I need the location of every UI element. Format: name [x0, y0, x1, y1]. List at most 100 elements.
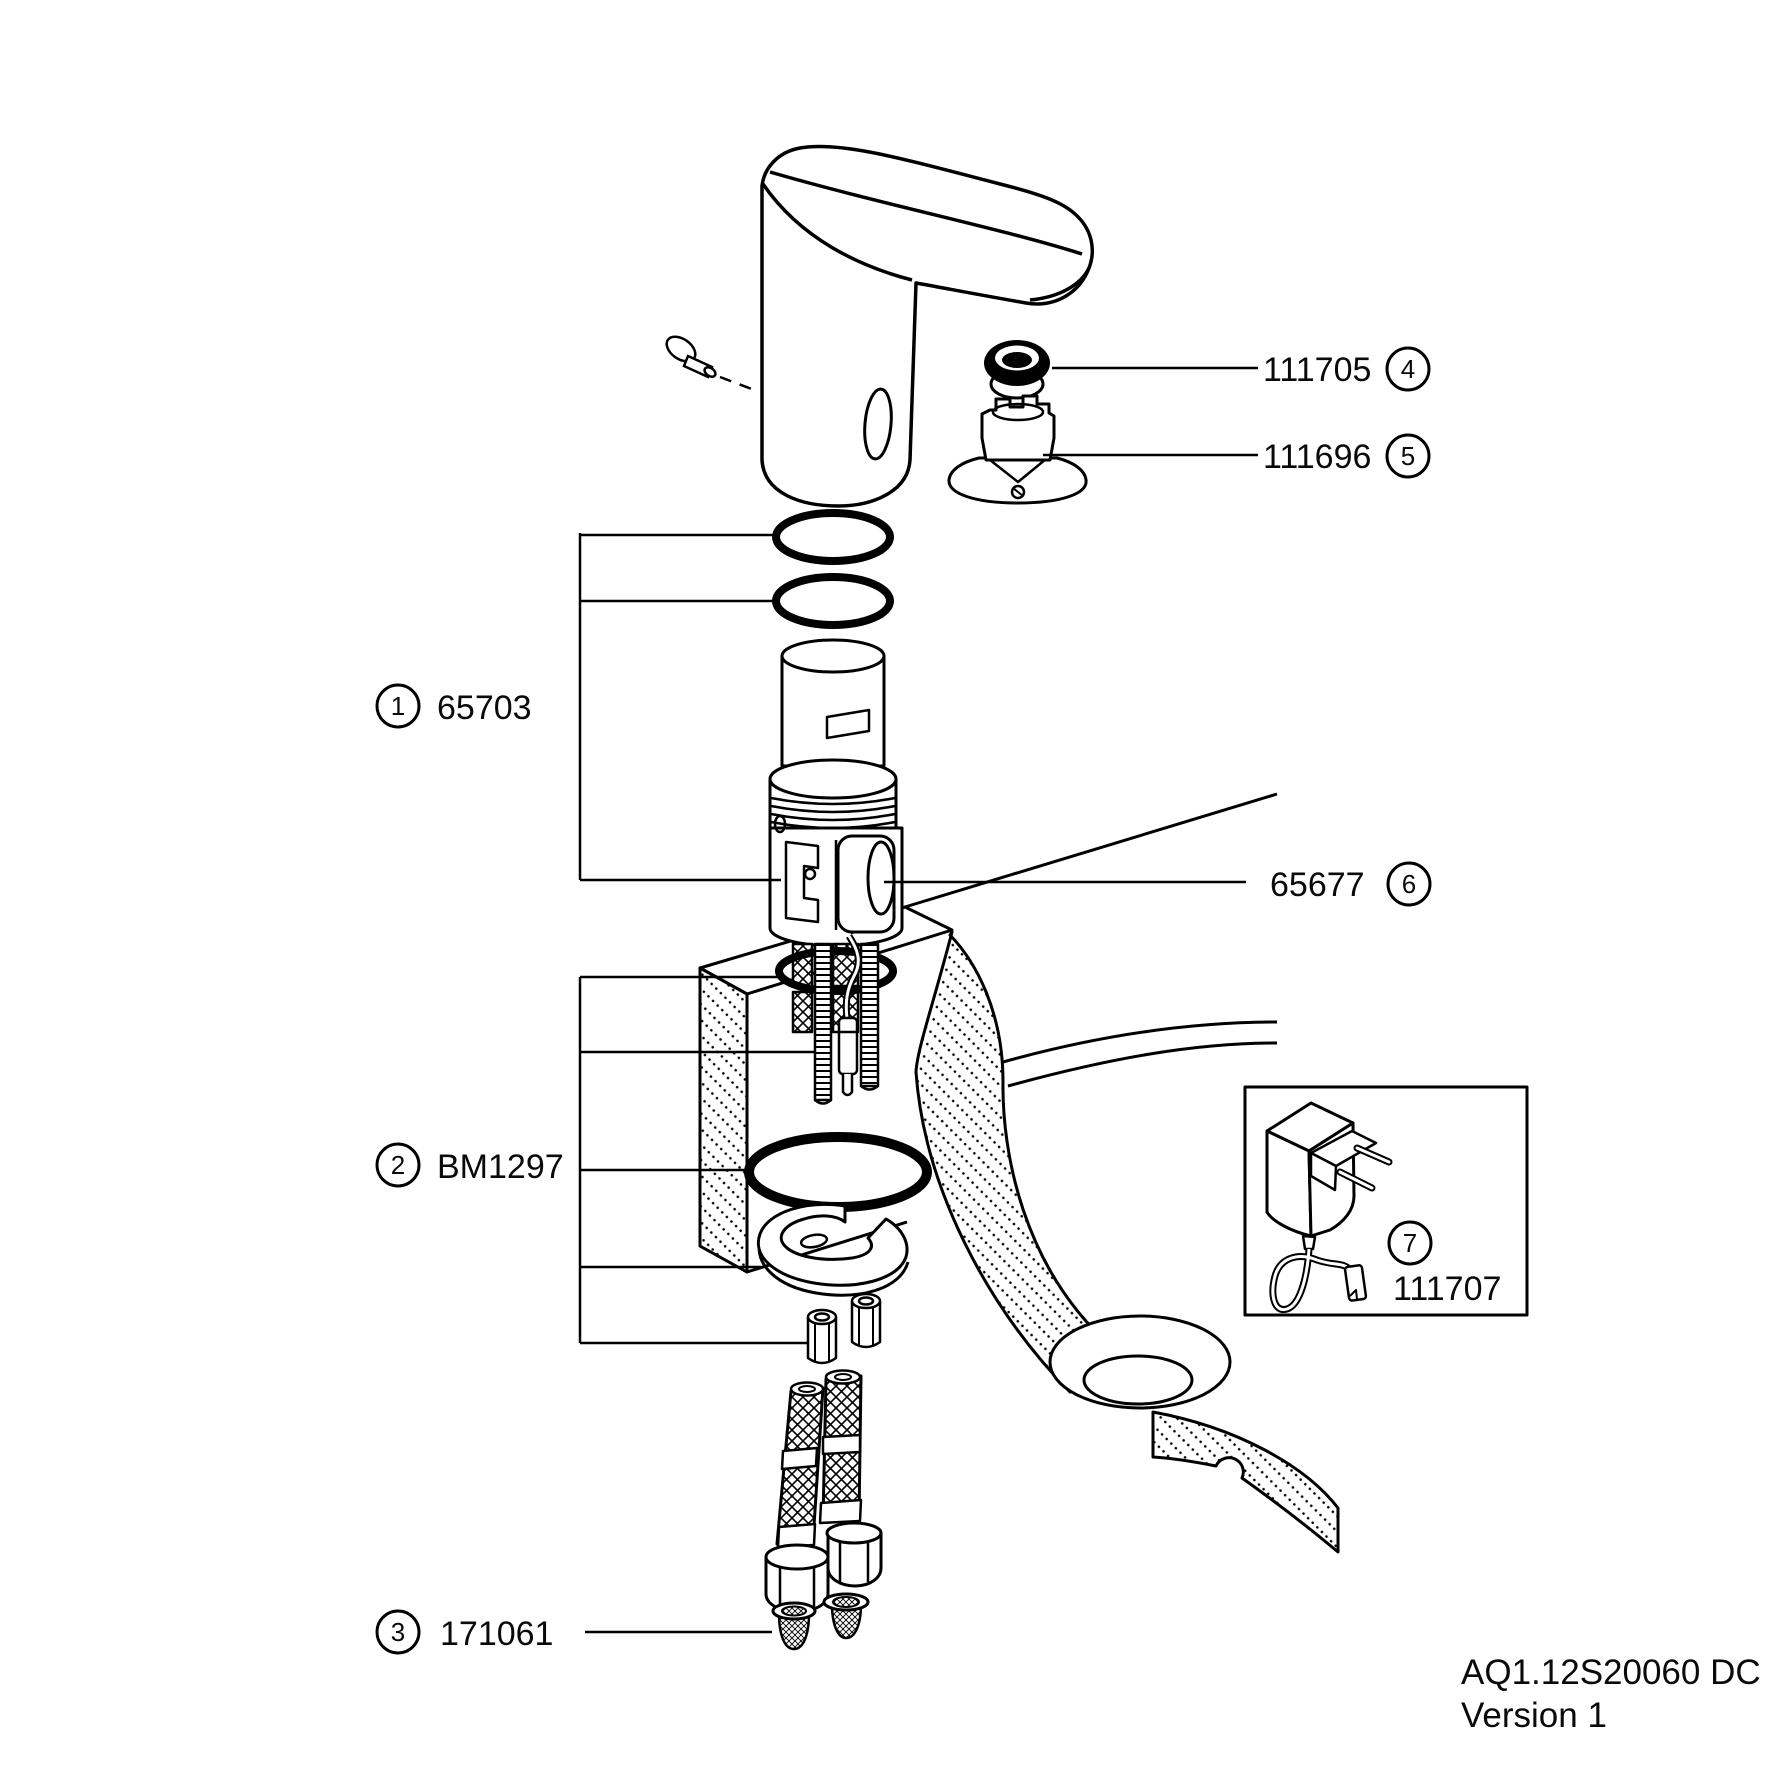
- part-code-3: 171061: [440, 1615, 553, 1653]
- adapter-connector-notch: [1349, 1289, 1358, 1300]
- cable-connector-tip: [841, 1074, 854, 1097]
- base-gasket-o-ring: [744, 1132, 932, 1212]
- adapter-connector: [1343, 1264, 1368, 1302]
- callout-number-4: 4: [1401, 354, 1415, 384]
- horseshoe-washer-hole: [799, 1233, 829, 1249]
- adapter-cable-neck: [1301, 1234, 1317, 1251]
- part-code-2: BM1297: [437, 1148, 564, 1186]
- threaded-stud-left-tip: [814, 1099, 832, 1105]
- cartridge-thread-rings: [770, 796, 896, 830]
- o-ring-lower: [772, 573, 894, 629]
- callout-number-7: 7: [1403, 1228, 1417, 1258]
- callout-circle-2: [375, 1142, 421, 1188]
- callout-circle-6: [1386, 861, 1432, 907]
- leader-part2: [578, 975, 814, 1345]
- part-code-5: 111696: [1263, 438, 1371, 476]
- hose-left-nut-top: [764, 1543, 830, 1571]
- service-key-screw-slot: [1012, 487, 1024, 497]
- part-code-1: 65703: [437, 689, 532, 727]
- service-key-crown: [980, 394, 1056, 462]
- filter-right-basket: [830, 1602, 863, 1640]
- sink-cross-section: [698, 792, 1340, 1554]
- hose-right-collar: [818, 1498, 863, 1525]
- o-ring-set: [772, 509, 894, 629]
- counter-far-edge: [904, 792, 1278, 909]
- callout-circle-1: [375, 683, 421, 729]
- callout-circle-3: [375, 1609, 421, 1655]
- cartridge-window-detail: [825, 708, 871, 740]
- sensor-window: [863, 387, 893, 461]
- service-key-part: [947, 394, 1088, 505]
- supply-hoses: [764, 1369, 883, 1614]
- housing-window-oval: [866, 840, 896, 916]
- faucet-top-face-edge: [769, 170, 1083, 256]
- sensor-cable-core: [844, 935, 860, 1019]
- callout-circle-4: [1385, 346, 1431, 392]
- cartridge-flange-side: [768, 780, 898, 828]
- hose-right-band: [821, 1433, 862, 1456]
- callout-circle-5: [1385, 433, 1431, 479]
- basin-rim-curve-outer: [1002, 1020, 1278, 1064]
- adapter-plug-front: [1309, 1151, 1338, 1192]
- fixing-screw: [665, 335, 758, 393]
- hose-right-nut-top: [825, 1521, 883, 1545]
- housing-hole: [773, 814, 787, 834]
- housing-left-bracket: [784, 840, 820, 924]
- adapter-pin-lower-core: [1338, 1170, 1374, 1190]
- faucet-spout-tip-edge: [1029, 267, 1091, 302]
- cartridge-flange: [768, 758, 898, 800]
- hose-left-top-hole: [798, 1385, 816, 1393]
- leader-part1: [578, 533, 781, 882]
- document-version: Version 1: [1461, 1696, 1607, 1735]
- basin-bottom-cut: [1151, 1410, 1340, 1554]
- aerator-part: [984, 340, 1050, 400]
- mounting-shank-group: [775, 934, 897, 1105]
- housing-window-frame: [836, 834, 896, 934]
- o-ring-upper: [772, 509, 894, 565]
- basin-wall-cut: [914, 930, 1114, 1394]
- threaded-stud-left: [813, 942, 833, 1102]
- power-adapter-inset: [1243, 1085, 1529, 1317]
- callout-number-5: 5: [1401, 441, 1415, 471]
- callout-number-3: 3: [391, 1617, 405, 1647]
- housing-pin-hole: [803, 867, 817, 881]
- aerator-ring-inner: [1002, 352, 1032, 368]
- filter-left-basket: [777, 1611, 811, 1651]
- hose-right-nut-facets: [838, 1538, 870, 1582]
- part-code-6: 65677: [1270, 866, 1365, 904]
- valve-cartridge: [768, 638, 904, 948]
- inlet-filters: [771, 1592, 870, 1651]
- hose-left-nut-facets: [778, 1562, 816, 1608]
- drain-hole-inner: [1082, 1354, 1194, 1406]
- cable-connector: [837, 1016, 859, 1076]
- adapter-pin-upper-core: [1355, 1146, 1391, 1164]
- callout-number-6: 6: [1402, 869, 1416, 899]
- screw-tip: [703, 365, 717, 379]
- part-code-4: 111705: [1263, 351, 1371, 389]
- adapter-cable-core: [1271, 1248, 1352, 1312]
- standoff-nut-right: [850, 1292, 882, 1349]
- threaded-stud-right-tip: [860, 1084, 879, 1091]
- part-labels: 1 65703 2 BM1297 3 171061 111705 4 11169…: [375, 346, 1501, 1655]
- counter-cut-face: [698, 966, 749, 1274]
- leader-lines: [578, 366, 1258, 1634]
- service-key-bore: [991, 402, 1045, 422]
- cartridge-cylinder-top: [780, 638, 886, 674]
- filter-right-inner: [832, 1596, 860, 1608]
- callout-number-2: 2: [391, 1150, 405, 1180]
- basin-rim-curve-inner: [1007, 1041, 1278, 1088]
- screw-leader-dashed: [719, 375, 758, 393]
- document-code: AQ1.12S20060 DC: [1461, 1653, 1761, 1692]
- mounting-kit-group: [744, 1132, 932, 1365]
- title-block: AQ1.12S20060 DC Version 1: [1461, 1653, 1761, 1735]
- hose-right-top-hole: [834, 1373, 852, 1381]
- horseshoe-washer-thickness: [757, 1239, 910, 1297]
- horseshoe-washer: [756, 1202, 909, 1287]
- callout-number-1: 1: [391, 691, 405, 721]
- service-key-vee: [989, 458, 1047, 484]
- knurled-shank-left-lower: [791, 990, 814, 1034]
- faucet-body: [760, 144, 1094, 508]
- filter-left-inner: [781, 1605, 807, 1617]
- shank-o-ring: [775, 947, 897, 995]
